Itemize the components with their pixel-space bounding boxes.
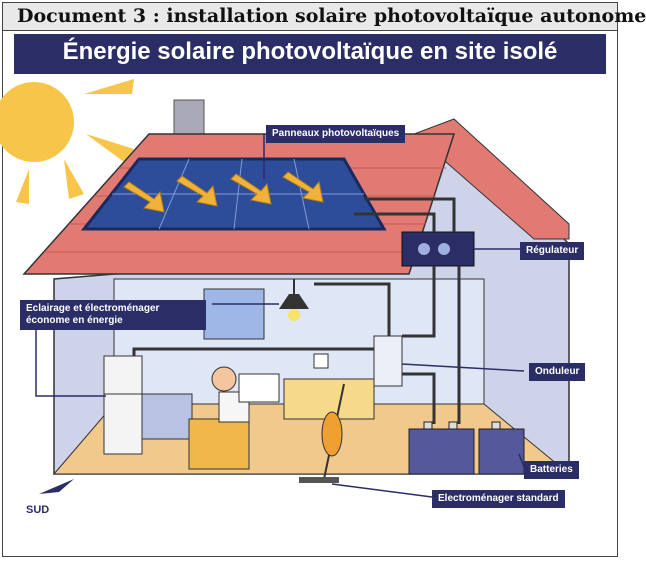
reading-person — [211, 366, 280, 423]
lighting-label: Eclairage et électroménager économe en é… — [20, 300, 206, 330]
document-header: Document 3 : installation solaire photov… — [3, 3, 646, 31]
solar-panel-grid — [112, 158, 364, 230]
batteries-label: Batteries — [524, 461, 579, 479]
ceiling-lamp-icon — [279, 279, 309, 321]
regulator-dial — [438, 243, 450, 255]
regulator-dial — [418, 243, 430, 255]
label-leader-lines — [35, 134, 525, 498]
house-illustration: Panneaux photovoltaïques Régulateur Ecla… — [0, 74, 606, 526]
compass-label: SUD — [26, 504, 50, 516]
regulator-label: Régulateur — [520, 242, 585, 260]
window — [203, 288, 265, 340]
appliance-label: Electroménager standard — [432, 490, 565, 508]
battery-bank — [408, 421, 525, 475]
sun-icon — [0, 79, 134, 204]
kitchen-counter — [141, 393, 193, 440]
panels-label: Panneaux photovoltaïques — [266, 125, 406, 143]
right-gable-roof — [413, 118, 570, 240]
fridge — [103, 355, 143, 455]
cables — [132, 197, 461, 424]
sunlight-arrows — [123, 171, 324, 213]
inverter-label: Onduleur — [529, 363, 586, 381]
diagram-title: Énergie solaire photovoltaïque en site i… — [62, 38, 558, 65]
armchair — [188, 418, 250, 470]
diagram-banner: Énergie solaire photovoltaïque en site i… — [14, 34, 606, 74]
power-outlet-icon — [313, 353, 329, 369]
south-arrow-icon — [39, 479, 74, 494]
vacuum-cleaner — [299, 383, 345, 483]
document-title: Document 3 : installation solaire photov… — [17, 5, 646, 27]
inverter-box — [373, 335, 403, 387]
